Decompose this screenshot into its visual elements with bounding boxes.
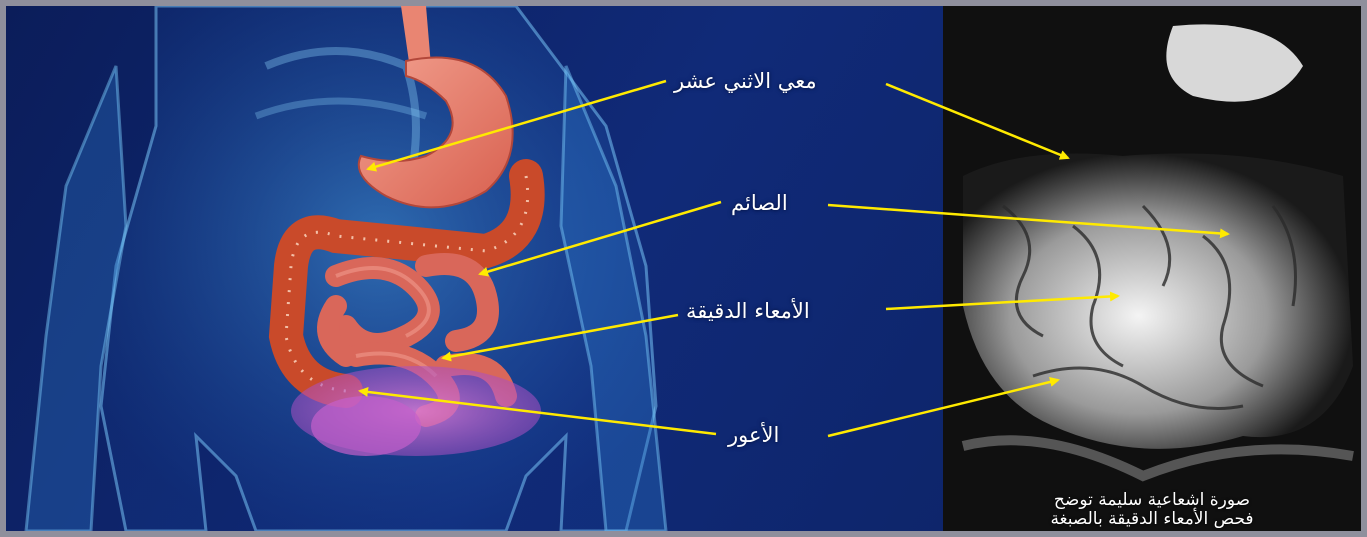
xray-caption-line-2: فحص الأمعاء الدقيقة بالصبغة	[943, 510, 1361, 529]
xray-image	[943, 6, 1361, 531]
label-duodenum: معي الاثني عشر	[674, 68, 817, 94]
label-jejunum: الصائم	[731, 190, 788, 216]
xray-caption: صورة اشعاعية سليمة توضح فحص الأمعاء الدق…	[943, 491, 1361, 529]
xray-caption-line-1: صورة اشعاعية سليمة توضح	[943, 491, 1361, 510]
label-cecum: الأعور	[728, 422, 779, 448]
xray-panel: صورة اشعاعية سليمة توضح فحص الأمعاء الدق…	[943, 6, 1361, 531]
label-small-intestine: الأمعاء الدقيقة	[686, 298, 810, 324]
